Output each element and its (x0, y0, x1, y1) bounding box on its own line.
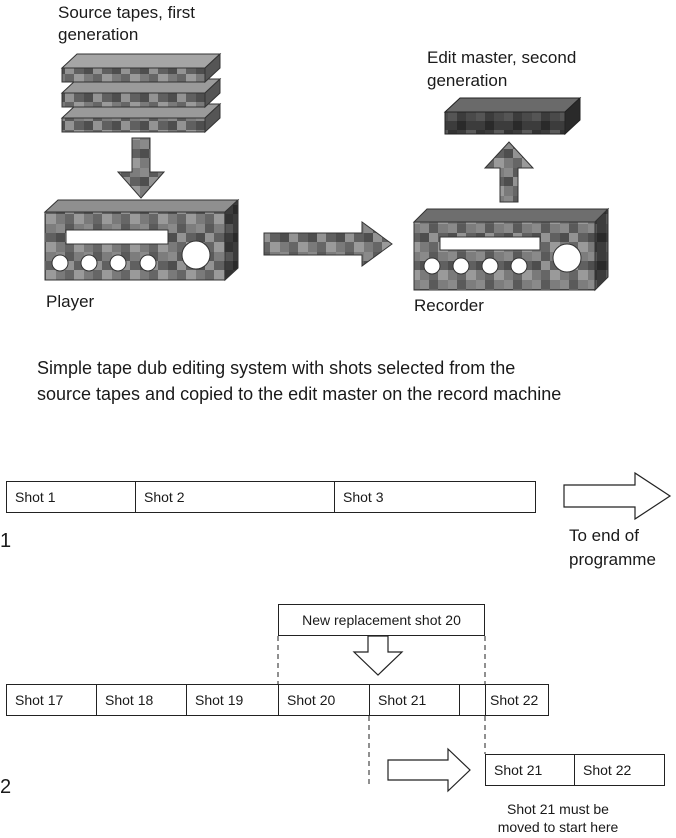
replacement-shot-box: New replacement shot 20 (278, 604, 485, 636)
right-arrow-icon (263, 221, 393, 267)
right-outline-arrow-icon (563, 471, 672, 521)
shot-cell: Shot 21 (369, 684, 460, 716)
display-slot (65, 229, 169, 245)
move-note: Shot 21 must be (507, 801, 609, 817)
recorder-icon (412, 207, 610, 292)
tape-icon (60, 102, 222, 134)
display-slot (439, 236, 541, 251)
caption: source tapes and copied to the edit mast… (37, 384, 562, 404)
tape-icon (60, 52, 222, 84)
tape-icon (60, 77, 222, 109)
shot-cell: Shot 22 (485, 684, 549, 716)
dashed-guides (277, 636, 486, 786)
shot-cell: Shot 1 (6, 481, 136, 513)
shot-cell: Shot 22 (574, 754, 665, 786)
diagram-number: 1 (0, 530, 12, 552)
shot-cell: Shot 21 (485, 754, 575, 786)
right-outline-arrow-icon (387, 747, 471, 793)
master-tape-icon (443, 96, 582, 136)
gap-cell (459, 684, 486, 716)
source-tapes-label: generation (58, 25, 139, 44)
down-arrow-icon (116, 137, 166, 199)
player-icon (43, 198, 240, 282)
source-tapes-label: Source tapes, first (58, 3, 196, 22)
shot-cell: Shot 3 (334, 481, 536, 513)
edit-master-label: generation (427, 71, 508, 90)
recorder-label: Recorder (414, 296, 484, 315)
shot-cell: Shot 2 (135, 481, 335, 513)
diagram-number: 2 (0, 776, 12, 798)
edit-master-label: Edit master, second (427, 48, 577, 67)
end-label: programme (569, 550, 656, 569)
down-outline-arrow-icon (352, 635, 404, 676)
shot-cell: Shot 18 (96, 684, 187, 716)
end-label: To end of (569, 526, 639, 545)
source-tapes-icon (60, 52, 222, 134)
move-note: moved to start here (497, 819, 619, 835)
shot-cell: Shot 20 (278, 684, 370, 716)
caption: Simple tape dub editing system with shot… (37, 358, 516, 378)
shot-cell: Shot 19 (186, 684, 279, 716)
shot-cell: Shot 17 (6, 684, 97, 716)
up-arrow-icon (483, 141, 535, 203)
player-label: Player (46, 292, 95, 311)
